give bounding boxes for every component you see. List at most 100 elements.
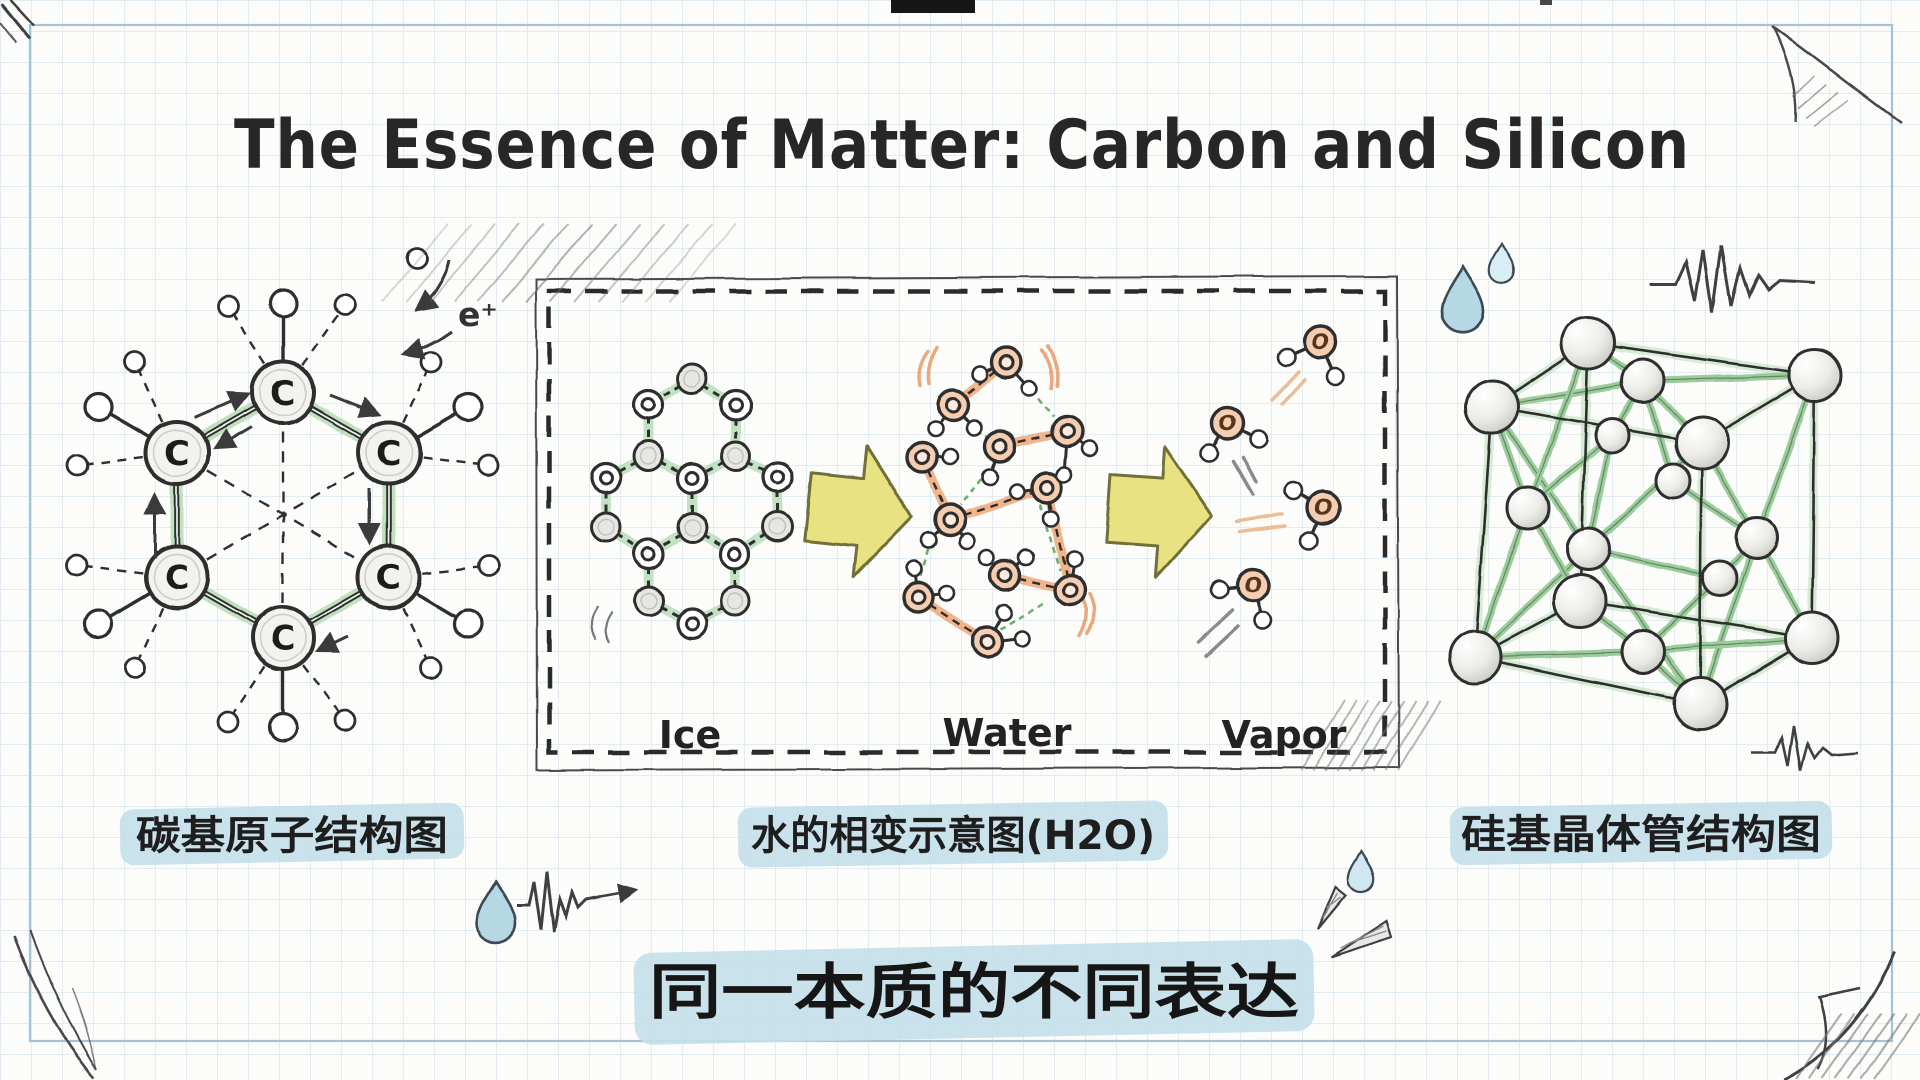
ice-atom-sketch [640, 592, 658, 610]
pencil-hatch [1847, 1013, 1895, 1080]
pulse-arrow [599, 884, 638, 904]
vapor-hydrogen-atom [1325, 367, 1345, 387]
conclusion-text: 同一本质的不同表达 [649, 958, 1299, 1028]
water-hydrogen-atom [1055, 466, 1073, 484]
silicon-atom [1593, 417, 1631, 455]
water-hydrogen-atom [995, 603, 1013, 621]
water-hydrogen-atom [920, 531, 938, 549]
electron-circle [65, 553, 89, 577]
pulse-wave-icon [1752, 725, 1859, 771]
page-curl [1817, 986, 1861, 999]
pencil-hatch [1325, 699, 1369, 771]
pencil-hatch [669, 223, 737, 303]
text-layer: The Essence of Matter: Carbon and Silico… [119, 106, 1833, 1045]
water-oxygen-ring [992, 439, 1008, 455]
electron-circle [419, 350, 443, 374]
pencil-swoosh [12, 935, 96, 1079]
ice-oxygen-ring [641, 546, 657, 562]
water-hydrogen-atom [1080, 440, 1098, 458]
vibration-arc [1046, 344, 1061, 388]
vapor-oxygen-atom [1235, 567, 1271, 603]
pencil-hatch [1795, 1013, 1843, 1080]
silicon-atom [1784, 610, 1840, 666]
page-curl [1816, 995, 1828, 1071]
pulse-wave-icon [517, 871, 601, 934]
wedge-hatch [1339, 925, 1387, 949]
vapor-molecule: O [1209, 567, 1273, 631]
pencil-hatch [1337, 699, 1381, 771]
water-hydrogen-atom [1021, 379, 1039, 397]
silicon-atom [1505, 485, 1551, 531]
water-hydrogen-atom [958, 532, 976, 550]
phase-caption: 水的相变示意图(H2O) [737, 800, 1169, 868]
ice-oxygen-atom [720, 440, 752, 472]
vapor-oxygen-atom [1210, 405, 1246, 441]
water-hydrogen-atom [965, 419, 983, 437]
silicon-atom [1620, 629, 1666, 675]
carbon-caption-text: 碳基原子结构图 [136, 813, 448, 859]
electron-circle [333, 708, 357, 732]
electron-circle [123, 350, 147, 374]
page-curl [1771, 24, 1903, 126]
carbon-atom-label: C [271, 619, 296, 659]
stage-label-water: Water [943, 711, 1072, 755]
carbon-atom-sketch [153, 553, 201, 601]
vibration-arc [1040, 348, 1055, 390]
carbon-atom [144, 420, 210, 486]
hydrogen-atom [267, 711, 299, 743]
carbon-atom-sketch [365, 553, 413, 601]
pencil-hatch [1860, 1013, 1908, 1080]
hydrogen-atom [267, 287, 299, 319]
motion-arc [590, 605, 599, 641]
electron-annotation: e⁺ [458, 295, 498, 334]
caption-highlight [633, 939, 1315, 1045]
carbon-atom [356, 544, 422, 610]
caption-highlight [119, 802, 465, 866]
pencil-hatch [501, 223, 569, 303]
top-edge-mark [1540, 0, 1552, 5]
silicon-bond-core [1587, 548, 1721, 579]
pencil-hatch [477, 223, 545, 303]
pencil-hatch [525, 223, 593, 303]
flow-arrow [314, 632, 349, 653]
water-oxygen-ring [1062, 582, 1078, 598]
water-oxygen-ring [999, 354, 1015, 370]
resonance-dash-line [176, 451, 390, 579]
hydrogen-bond-green [999, 599, 1047, 631]
water-hydrogen-atom [941, 447, 959, 465]
pencil-hatch [1797, 83, 1827, 109]
pencil-hatching [381, 223, 1920, 1080]
pencil-hatch [1821, 1013, 1869, 1080]
page-title: The Essence of Matter: Carbon and Silico… [234, 106, 1690, 185]
electron-flow-arrows [143, 259, 453, 653]
electron-circle [333, 293, 357, 317]
flow-arrow [212, 425, 253, 451]
motion-streak [1196, 608, 1234, 644]
carbon-atom-label: C [377, 434, 402, 474]
pencil-hatch [1349, 699, 1393, 771]
electron-circle [123, 656, 147, 680]
wedge-hatch [1322, 892, 1342, 919]
vapor-hydrogen-atom [1299, 531, 1319, 551]
flow-arrow [329, 393, 383, 418]
ice-atom-sketch [683, 518, 701, 536]
pencil-hatch [405, 223, 473, 303]
silicon-atom [1560, 315, 1616, 371]
pencil-hatch [1808, 1013, 1856, 1080]
phase-transition-arrow [803, 444, 914, 580]
carbon-atom [144, 544, 210, 610]
motion-streak [1241, 456, 1258, 485]
ice-atom-sketch [597, 518, 615, 536]
motion-arc [604, 611, 613, 644]
ice-oxygen-atom [633, 585, 665, 617]
cube-edge [1474, 655, 1701, 706]
pencil-hatch [621, 223, 689, 303]
ice-atom-sketch [726, 592, 744, 610]
electron-circle [405, 246, 429, 270]
pencil-hatch [1385, 699, 1429, 771]
water-hydrogen-atom [981, 468, 999, 486]
cube-edge [1698, 442, 1704, 705]
water-hydrogen-atom [926, 419, 944, 437]
hydrogen-bond-green [916, 537, 934, 584]
